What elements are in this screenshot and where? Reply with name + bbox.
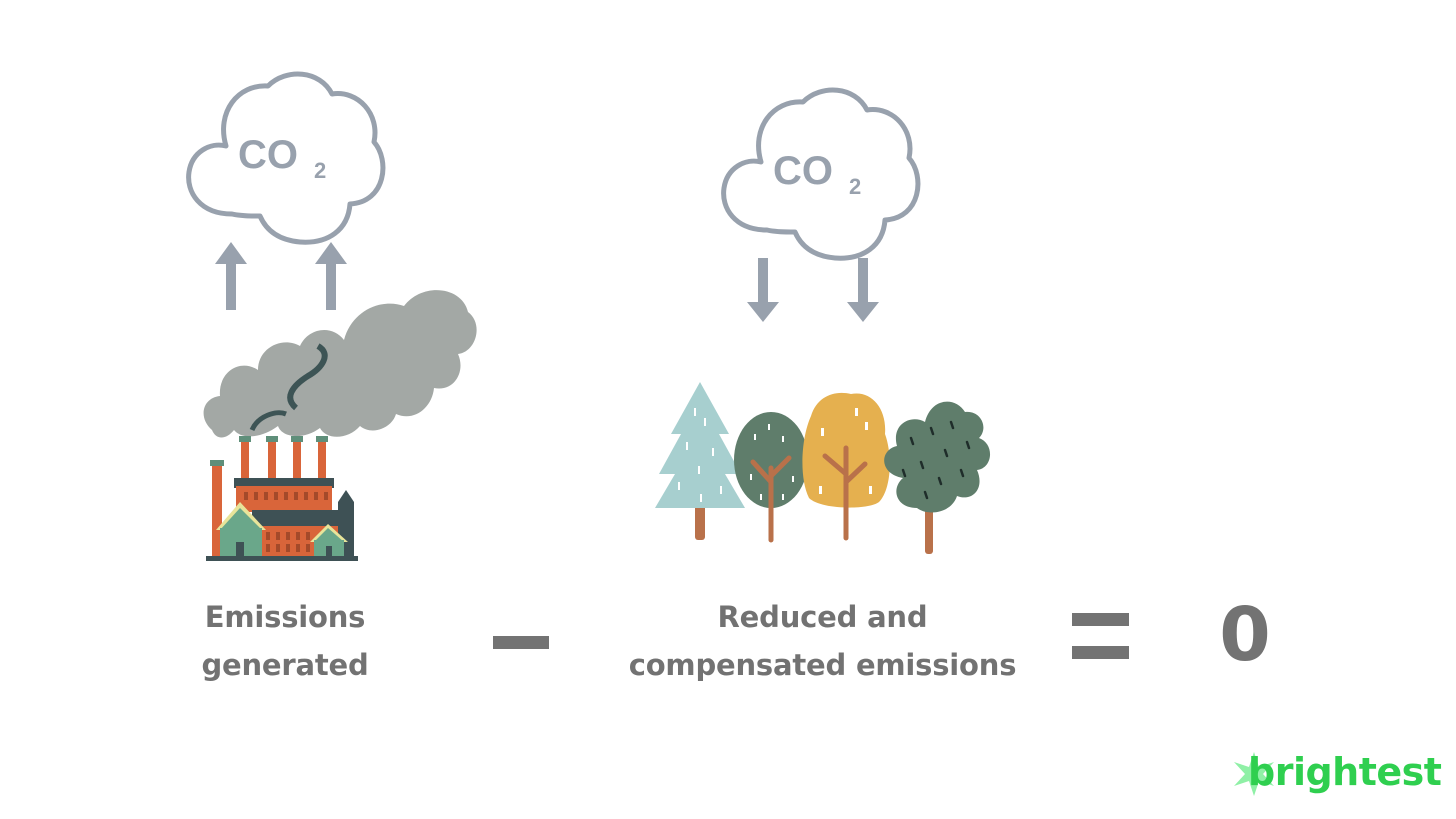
brightest-star-icon [1234,752,1274,796]
emissions-generated-caption: Emissions generated [150,593,420,689]
co2-label: CO [238,133,298,177]
result-value: 0 [1219,592,1271,678]
factory-illustration [203,290,477,561]
co2-subscript: 2 [314,158,326,183]
equals-icon [1072,613,1129,626]
smoke-icon [203,290,477,438]
reduced-compensated-caption: Reduced and compensated emissions [600,593,1045,689]
arrow-down-icon [747,258,779,322]
pine-tree-icon [655,382,745,540]
trees-illustration [655,382,991,554]
round-tree-icon [734,412,808,543]
co2-subscript: 2 [849,174,861,199]
arrow-up-icon [215,242,247,310]
co2-label: CO [773,149,833,193]
caption-line: generated [201,648,369,682]
bushy-tree-icon [884,401,991,554]
caption-line: Emissions [204,600,366,634]
caption-line: Reduced and [717,600,928,634]
co2-cloud-compensation-icon: CO 2 [721,87,921,261]
brightest-logo: brightest [1248,750,1442,794]
yellow-tree-icon [802,392,890,541]
equals-icon [1072,646,1129,659]
arrow-up-icon [315,242,347,310]
caption-line: compensated emissions [628,648,1017,682]
co2-cloud-emissions-icon: CO 2 [186,71,386,245]
minus-icon [493,636,549,649]
arrow-down-icon [847,258,879,322]
